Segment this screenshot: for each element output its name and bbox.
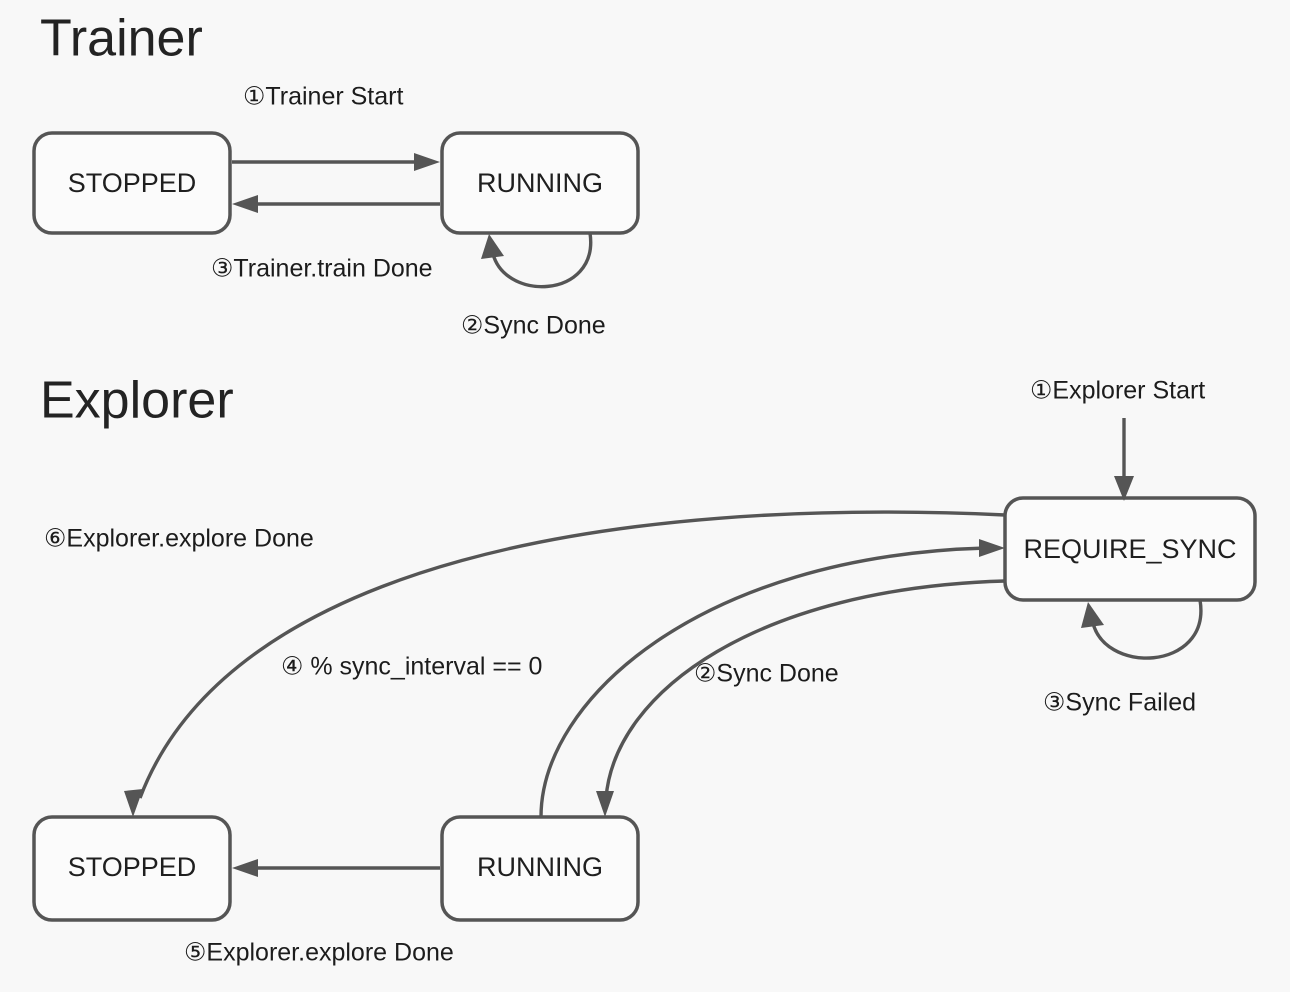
edge-explorer-sync-done [596,579,1006,817]
explorer-require-sync-box[interactable] [1003,496,1257,602]
edge-trainer-start-arrowhead [414,153,440,171]
edge-trainer-train-done [232,195,440,213]
trainer-running-label: RUNNING [477,168,603,198]
trainer-stopped-node[interactable]: STOPPED [32,131,232,235]
edge-explorer-sync-interval [539,539,1005,818]
explorer-section-title: Explorer [40,372,234,430]
edge-explorer-explore-done-5 [232,859,440,877]
edge-explorer-sync-interval-arrowhead [979,539,1005,557]
edge-trainer-train-done-arrowhead [232,195,258,213]
trainer-running-node[interactable]: RUNNING [440,131,640,235]
explorer-require-sync-node[interactable]: REQUIRE_SYNC [1003,496,1257,602]
edge-explorer-sync-done-line [604,579,1006,799]
edge-explorer-explore-done-6-line [138,510,1006,799]
explorer-stopped-label: STOPPED [68,852,197,882]
edge-label-trainer-sync-done: ②Sync Done [461,312,606,340]
edge-explorer-sync-failed [1081,599,1203,660]
trainer-stopped-box[interactable] [32,131,232,235]
edge-explorer-sync-done-arrowhead [596,791,614,817]
edge-label-explorer-explore-done-6: ⑥Explorer.explore Done [44,525,314,553]
edge-label-explorer-sync-done: ②Sync Done [694,660,839,688]
explorer-stopped-node[interactable]: STOPPED [32,815,232,922]
edge-explorer-sync-interval-line [539,546,987,818]
edge-explorer-sync-failed-arrowhead [1081,602,1104,628]
explorer-running-node[interactable]: RUNNING [440,815,640,922]
trainer-running-box[interactable] [440,131,640,235]
edge-explorer-sync-failed-loop [1090,599,1203,660]
edge-trainer-start [232,153,440,171]
edge-label-explorer-sync-interval: ④ % sync_interval == 0 [281,653,542,681]
edge-trainer-sync-done-arrowhead [481,234,504,259]
edge-label-explorer-start: ①Explorer Start [1030,377,1205,405]
edge-label-explorer-explore-done-5: ⑤Explorer.explore Done [184,939,454,967]
trainer-section-title: Trainer [40,10,203,68]
edge-explorer-explore-done-6 [124,510,1006,817]
edge-explorer-start [1114,418,1134,501]
edge-explorer-start-arrowhead [1114,476,1134,501]
edge-label-explorer-sync-failed: ③Sync Failed [1043,689,1196,717]
edge-label-trainer-train-done: ③Trainer.train Done [211,255,433,283]
edge-label-trainer-start: ①Trainer Start [243,83,403,111]
edge-explorer-explore-done-5-arrowhead [232,859,258,877]
edge-explorer-explore-done-6-arrowhead [124,789,143,817]
explorer-stopped-box[interactable] [32,815,232,922]
edge-trainer-sync-done [481,232,593,289]
explorer-require-sync-label: REQUIRE_SYNC [1023,534,1236,564]
trainer-stopped-label: STOPPED [68,168,197,198]
explorer-running-label: RUNNING [477,852,603,882]
edge-trainer-sync-done-loop [490,232,593,289]
